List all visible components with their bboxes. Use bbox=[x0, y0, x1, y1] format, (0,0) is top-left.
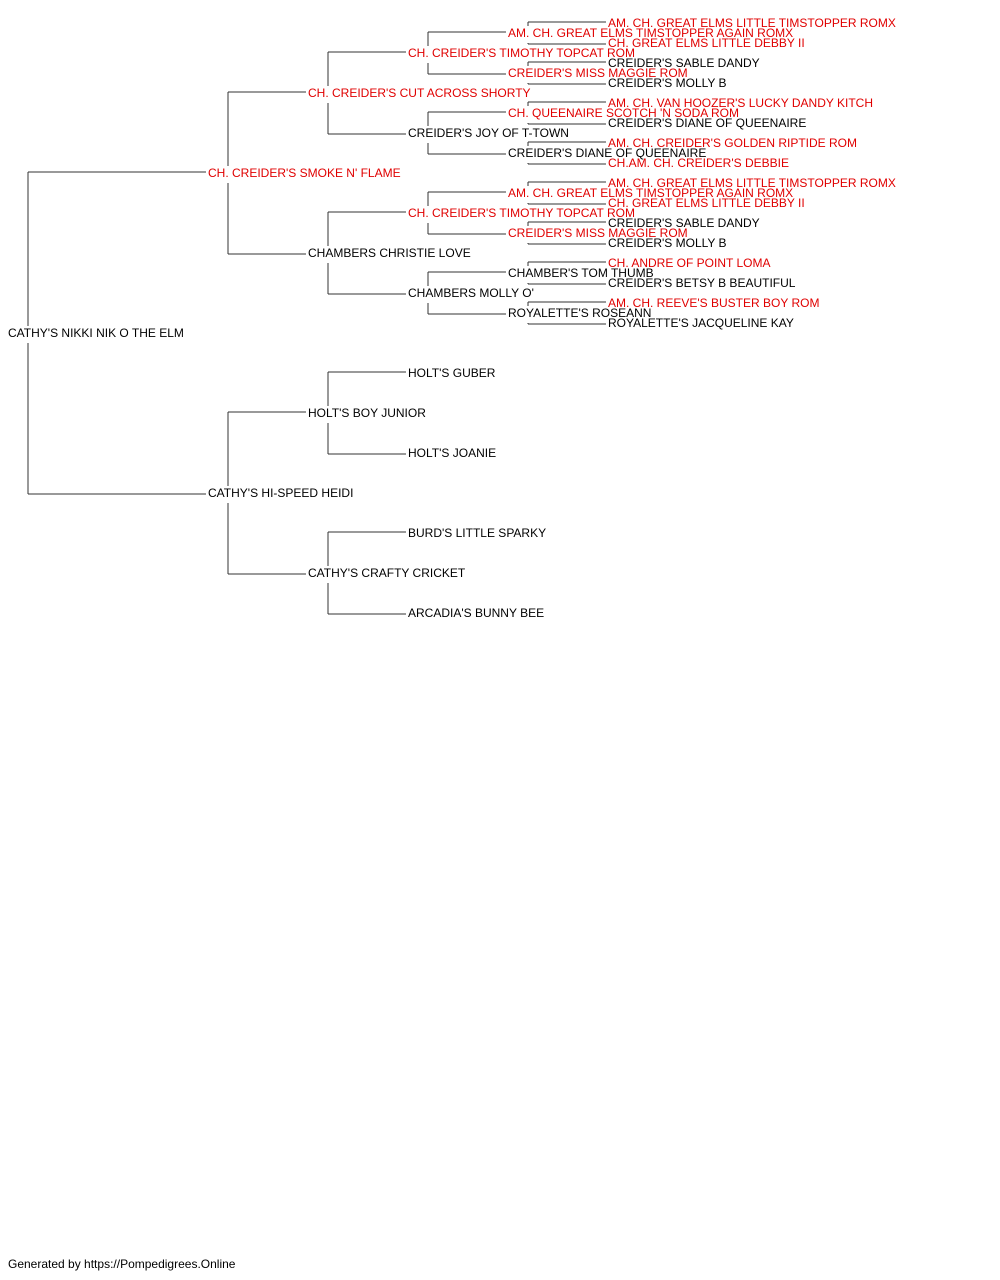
pedigree-name-gen5-0: AM. CH. GREAT ELMS LITTLE TIMSTOPPER ROM… bbox=[608, 16, 896, 30]
pedigree-name-gen5-4: AM. CH. VAN HOOZER'S LUCKY DANDY KITCH bbox=[608, 96, 873, 110]
pedigree-name-gen3-6: BURD'S LITTLE SPARKY bbox=[408, 526, 546, 540]
pedigree-name-gen5-12: CH. ANDRE OF POINT LOMA bbox=[608, 256, 770, 270]
pedigree-name-gen5-10: CREIDER'S SABLE DANDY bbox=[608, 216, 760, 230]
pedigree-name-gen2-0: CH. CREIDER'S CUT ACROSS SHORTY bbox=[308, 86, 531, 100]
pedigree-name-gen5-7: CH.AM. CH. CREIDER'S DEBBIE bbox=[608, 156, 789, 170]
pedigree-name-gen4-1: CREIDER'S MISS MAGGIE ROM bbox=[508, 66, 688, 80]
pedigree-name-gen3-4: HOLT'S GUBER bbox=[408, 366, 496, 380]
pedigree-name-gen3-3: CHAMBERS MOLLY O' bbox=[408, 286, 534, 300]
pedigree-name-gen4-3: CREIDER'S DIANE OF QUEENAIRE bbox=[508, 146, 706, 160]
pedigree-name-gen2-3: CATHY'S CRAFTY CRICKET bbox=[308, 566, 466, 580]
pedigree-name-gen4-7: ROYALETTE'S ROSEANN bbox=[508, 306, 651, 320]
pedigree-name-gen5-11: CREIDER'S MOLLY B bbox=[608, 236, 727, 250]
pedigree-name-labels: CATHY'S NIKKI NIK O THE ELM CH. CREIDER'S… bbox=[8, 16, 896, 620]
pedigree-name-gen4-0: AM. CH. GREAT ELMS TIMSTOPPER AGAIN ROMX bbox=[508, 26, 793, 40]
pedigree-name-gen5-13: CREIDER'S BETSY B BEAUTIFUL bbox=[608, 276, 796, 290]
pedigree-name-gen0-0: CATHY'S NIKKI NIK O THE ELM bbox=[8, 326, 184, 340]
pedigree-name-gen2-2: HOLT'S BOY JUNIOR bbox=[308, 406, 426, 420]
pedigree-name-gen5-5: CREIDER'S DIANE OF QUEENAIRE bbox=[608, 116, 806, 130]
pedigree-name-gen5-15: ROYALETTE'S JACQUELINE KAY bbox=[608, 316, 794, 330]
pedigree-name-gen5-3: CREIDER'S MOLLY B bbox=[608, 76, 727, 90]
pedigree-name-gen3-5: HOLT'S JOANIE bbox=[408, 446, 496, 460]
pedigree-name-gen5-8: AM. CH. GREAT ELMS LITTLE TIMSTOPPER ROM… bbox=[608, 176, 896, 190]
pedigree-name-gen5-14: AM. CH. REEVE'S BUSTER BOY ROM bbox=[608, 296, 819, 310]
pedigree-name-gen1-1: CATHY'S HI-SPEED HEIDI bbox=[208, 486, 353, 500]
pedigree-name-gen3-2: CH. CREIDER'S TIMOTHY TOPCAT ROM bbox=[408, 206, 635, 220]
pedigree-name-gen5-2: CREIDER'S SABLE DANDY bbox=[608, 56, 760, 70]
pedigree-name-gen3-7: ARCADIA'S BUNNY BEE bbox=[408, 606, 544, 620]
generated-by-footer: Generated by https://Pompedigrees.Online bbox=[8, 1257, 236, 1271]
pedigree-name-gen4-4: AM. CH. GREAT ELMS TIMSTOPPER AGAIN ROMX bbox=[508, 186, 793, 200]
pedigree-name-gen5-6: AM. CH. CREIDER'S GOLDEN RIPTIDE ROM bbox=[608, 136, 857, 150]
pedigree-connector-lines bbox=[27, 21, 606, 615]
pedigree-name-gen5-1: CH. GREAT ELMS LITTLE DEBBY II bbox=[608, 36, 805, 50]
pedigree-name-gen4-5: CREIDER'S MISS MAGGIE ROM bbox=[508, 226, 688, 240]
pedigree-name-gen3-1: CREIDER'S JOY OF T-TOWN bbox=[408, 126, 569, 140]
pedigree-name-gen5-9: CH. GREAT ELMS LITTLE DEBBY II bbox=[608, 196, 805, 210]
pedigree-name-gen2-1: CHAMBERS CHRISTIE LOVE bbox=[308, 246, 471, 260]
pedigree-name-gen1-0: CH. CREIDER'S SMOKE N' FLAME bbox=[208, 166, 401, 180]
pedigree-name-gen4-2: CH. QUEENAIRE SCOTCH 'N SODA ROM bbox=[508, 106, 739, 120]
pedigree-name-gen4-6: CHAMBER'S TOM THUMB bbox=[508, 266, 654, 280]
pedigree-name-gen3-0: CH. CREIDER'S TIMOTHY TOPCAT ROM bbox=[408, 46, 635, 60]
